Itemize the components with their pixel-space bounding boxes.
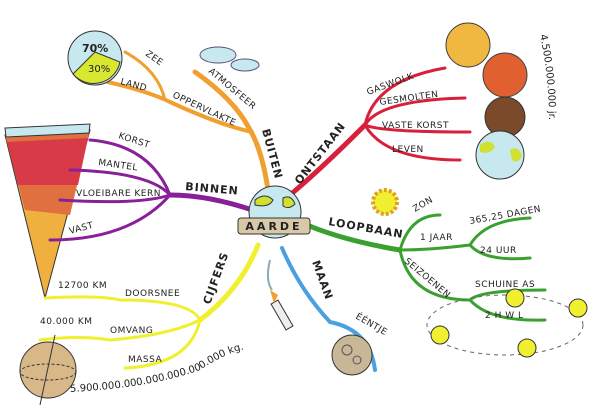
label-omvang: OMVANG: [110, 326, 153, 336]
label-vast: VAST: [68, 221, 95, 237]
label-gesmolten: GESMOLTEN: [379, 90, 439, 108]
label-land: LAND: [119, 77, 148, 94]
pie-sea-label: 70%: [82, 42, 108, 55]
orbit-earth-icons: [430, 288, 588, 358]
label-leven: LEVEN: [392, 145, 424, 155]
label-maan: MAAN: [309, 259, 335, 302]
center-node: AARDE: [237, 185, 311, 239]
moon-icon: [331, 334, 373, 376]
label-vloeibare-kern: VLOEIBARE KERN: [76, 189, 161, 199]
crust-planet-icon: [484, 96, 526, 138]
label-zon: ZON: [412, 195, 436, 214]
label-ontstaan: ONTSTAAN: [292, 120, 348, 187]
pie-land-label: 30%: [88, 64, 110, 75]
branch-cijfers: CIJFERS DOORSNEE 12700 KM OMVANG 40.000 …: [19, 242, 261, 406]
cloud-icon: [199, 46, 260, 72]
label-vaste-korst: VASTE KORST: [382, 121, 449, 131]
label-doorsnee: DOORSNEE: [125, 289, 180, 299]
label-1-jaar: 1 JAAR: [420, 233, 453, 243]
label-massa: MASSA: [128, 355, 163, 365]
sun-icon: [371, 188, 399, 216]
branch-maan: MAAN ÉÉNTJE: [280, 246, 390, 376]
label-binnen: BINNEN: [185, 180, 240, 198]
center-label: AARDE: [245, 220, 302, 233]
label-dagen: 365,25 DAGEN: [469, 205, 542, 227]
label-24-uur: 24 UUR: [480, 246, 517, 256]
branch-ontstaan: GASWOLK GESMOLTEN VASTE KORST LEVEN ONTS…: [287, 22, 557, 198]
label-omvang-value: 40.000 KM: [40, 317, 93, 327]
label-massa-value: 5.900.000.000.000.000.000.000 kg.: [70, 342, 245, 395]
center-banner: [237, 217, 311, 235]
label-doorsnee-value: 12700 KM: [58, 281, 107, 291]
branch-loopbaan: ZON 1 JAAR 365,25 DAGEN 24 UUR SEIZOENEN…: [297, 188, 588, 358]
label-schuine-as: SCHUINE AS: [475, 280, 535, 290]
molten-planet-icon: [482, 52, 528, 98]
age-label: 4.500.000.000 jr.: [537, 33, 557, 120]
orbit: [426, 294, 584, 356]
rocket-icon: [266, 259, 294, 331]
gas-cloud-icon: [445, 22, 491, 68]
label-2-hwl: 2 H W L: [485, 311, 524, 321]
label-seizoenen: SEIZOENEN: [402, 257, 452, 301]
